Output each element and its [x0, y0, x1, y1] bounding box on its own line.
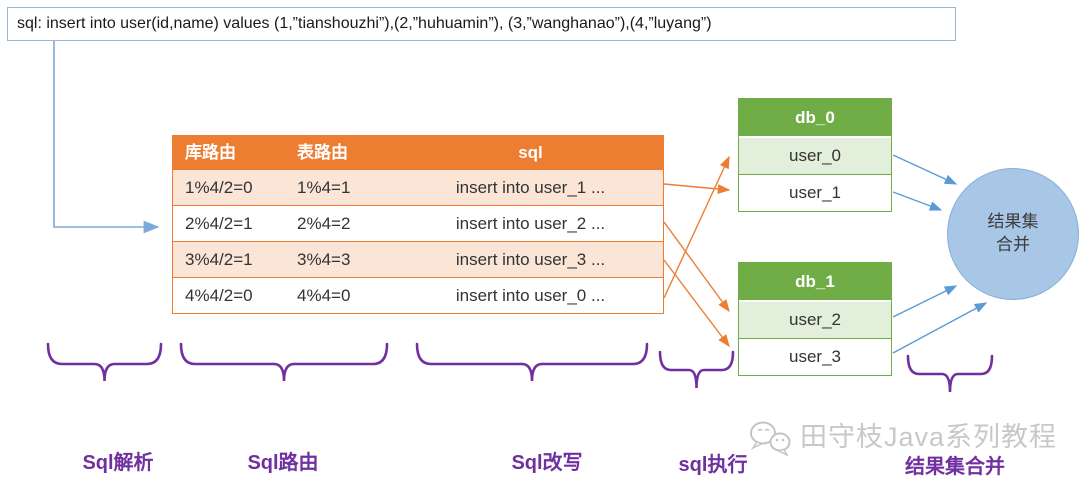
routing-table: 库路由 表路由 sql 1%4/2=0 1%4=1 insert into us… — [172, 135, 664, 314]
table-row: 2%4/2=1 2%4=2 insert into user_2 ... — [173, 205, 663, 241]
table-row: 4%4/2=0 4%4=0 insert into user_0 ... — [173, 277, 663, 313]
table-row: 3%4/2=1 3%4=3 insert into user_3 ... — [173, 241, 663, 277]
cell-table-route: 4%4=0 — [297, 286, 351, 305]
sql-to-table-arrow — [53, 41, 160, 234]
arrow-row4-to-user0 — [663, 155, 730, 299]
arrow-row2-to-user2 — [663, 221, 730, 313]
cell-table-route: 1%4=1 — [297, 178, 351, 197]
arrow-row1-to-user1 — [663, 183, 731, 194]
brace-sql-parse — [46, 342, 163, 382]
brace-sql-execute — [658, 350, 735, 389]
arrow-user0-to-merge — [892, 154, 958, 185]
sql-statement-box: sql: insert into user(id,name) values (1… — [7, 7, 956, 41]
merge-circle-line2: 合并 — [996, 235, 1030, 254]
merge-circle-line1: 结果集 — [987, 212, 1039, 232]
db-table-row: user_2 — [739, 302, 891, 338]
db-table-row: user_0 — [739, 138, 891, 174]
stage-label-sql-execute: sql执行 — [678, 454, 748, 476]
db-table-row: user_3 — [739, 338, 891, 375]
table-row: 1%4/2=0 1%4=1 insert into user_1 ... — [173, 169, 663, 205]
cell-table-route: 3%4=3 — [297, 250, 351, 269]
column-header-table-route: 表路由 — [297, 143, 348, 162]
stage-label-sql-rewrite: Sql改写 — [511, 452, 583, 474]
cell-db-route: 4%4/2=0 — [185, 286, 253, 305]
column-header-sql: sql — [518, 143, 543, 162]
arrow-user1-to-merge — [892, 191, 943, 211]
result-merge-circle: 结果集 合并 — [947, 168, 1079, 300]
cell-sql: insert into user_3 ... — [455, 250, 606, 269]
cell-db-route: 3%4/2=1 — [185, 250, 253, 269]
database-box-db1: db_1 user_2 user_3 — [738, 262, 892, 376]
cell-table-route: 2%4=2 — [297, 214, 351, 233]
brace-result-merge — [906, 354, 994, 393]
watermark: 田守枝Java系列教程 — [748, 415, 1057, 460]
table-to-db-arrows — [663, 155, 731, 348]
sql-statement-text: sql: insert into user(id,name) values (1… — [17, 15, 712, 32]
routing-table-header-row: 库路由 表路由 sql — [173, 136, 663, 169]
cell-sql: insert into user_2 ... — [455, 214, 606, 233]
stage-label-sql-parse: Sql解析 — [82, 452, 154, 474]
cell-sql: insert into user_1 ... — [455, 178, 606, 197]
wechat-icon — [750, 421, 791, 457]
stage-label-result-merge: 结果集合并 — [905, 456, 1005, 478]
arrow-user2-to-merge — [892, 285, 958, 318]
brace-sql-rewrite — [415, 342, 649, 382]
db-table-row: user_1 — [739, 174, 891, 211]
brace-sql-route — [179, 342, 389, 382]
watermark-text: 田守枝Java系列教程 — [800, 422, 1058, 452]
cell-db-route: 1%4/2=0 — [185, 178, 253, 197]
db1-header: db_1 — [739, 263, 891, 302]
database-box-db0: db_0 user_0 user_1 — [738, 98, 892, 212]
arrow-user3-to-merge — [892, 302, 988, 354]
arrow-row3-to-user3 — [663, 259, 730, 348]
cell-sql: insert into user_0 ... — [455, 286, 606, 305]
db0-header: db_0 — [739, 99, 891, 138]
stage-label-sql-route: Sql路由 — [247, 452, 319, 474]
column-header-db-route: 库路由 — [185, 143, 236, 162]
cell-db-route: 2%4/2=1 — [185, 214, 253, 233]
